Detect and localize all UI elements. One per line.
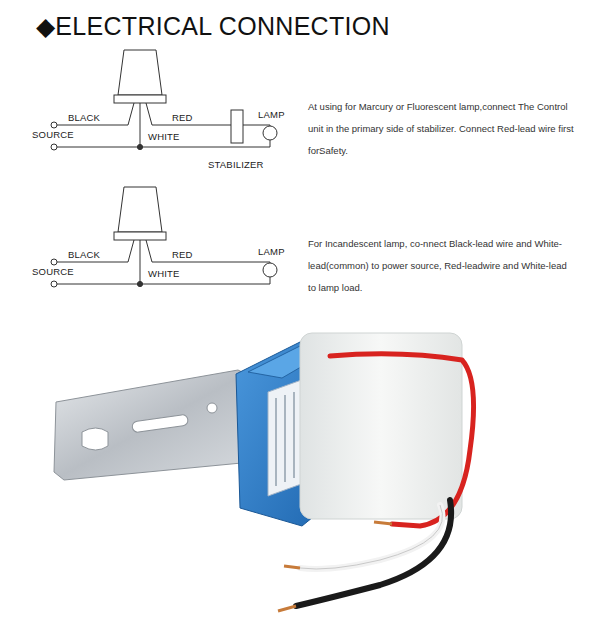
red-wire (146, 103, 231, 125)
instruction-note: For Incandescent lamp, co-nnect Black-le… (308, 233, 576, 299)
bracket-slot (132, 414, 189, 433)
sensor-base (114, 95, 166, 103)
sensor-symbol (118, 50, 162, 95)
sticker-print (276, 388, 303, 486)
product-illustration (54, 333, 474, 611)
copper-end (284, 566, 300, 568)
source-terminal (51, 259, 57, 265)
wire-name: WHITE (148, 269, 180, 280)
source-terminal (51, 122, 57, 128)
wire-name: BLACK (68, 250, 100, 261)
mounting-bracket (54, 370, 252, 480)
red-wire (146, 240, 270, 263)
terminal-name: SOURCE (32, 267, 74, 278)
black-wire (57, 103, 134, 125)
load-name: LAMP (258, 247, 285, 258)
wire-name: BLACK (68, 113, 100, 124)
white-lead (300, 505, 443, 569)
translucent-dome (300, 333, 462, 519)
source-terminal (51, 281, 57, 287)
page-title: ◆ELECTRICAL CONNECTION (36, 12, 390, 41)
wire-name: RED (172, 250, 193, 261)
junction-dot (137, 281, 142, 286)
black-lead (296, 500, 451, 606)
wiring-diagram-1 (51, 50, 277, 150)
part-name: STABILIZER (208, 160, 264, 171)
common-wire (140, 240, 141, 284)
copper-end (374, 522, 392, 524)
wiring-diagram-2 (51, 187, 277, 287)
lamp-symbol (263, 126, 277, 140)
white-lead-edge (300, 505, 443, 569)
terminal-name: SOURCE (32, 130, 74, 141)
instruction-note: At using for Marcury or Fluorescent lamp… (308, 96, 576, 162)
wire-name: WHITE (148, 132, 180, 143)
black-wire (57, 240, 134, 262)
source-terminal (51, 144, 57, 150)
copper-end (278, 606, 296, 611)
junction-dot (137, 144, 142, 149)
sensor-base (114, 232, 166, 240)
bracket-hole (207, 403, 217, 413)
stabilizer-symbol (231, 110, 243, 143)
bracket-keyhole (82, 428, 108, 450)
sensor-symbol (118, 187, 162, 232)
red-wire-load (243, 125, 270, 126)
lamp-symbol (263, 263, 277, 277)
wire-name: RED (172, 113, 193, 124)
common-wire (140, 103, 141, 147)
load-name: LAMP (258, 110, 285, 121)
